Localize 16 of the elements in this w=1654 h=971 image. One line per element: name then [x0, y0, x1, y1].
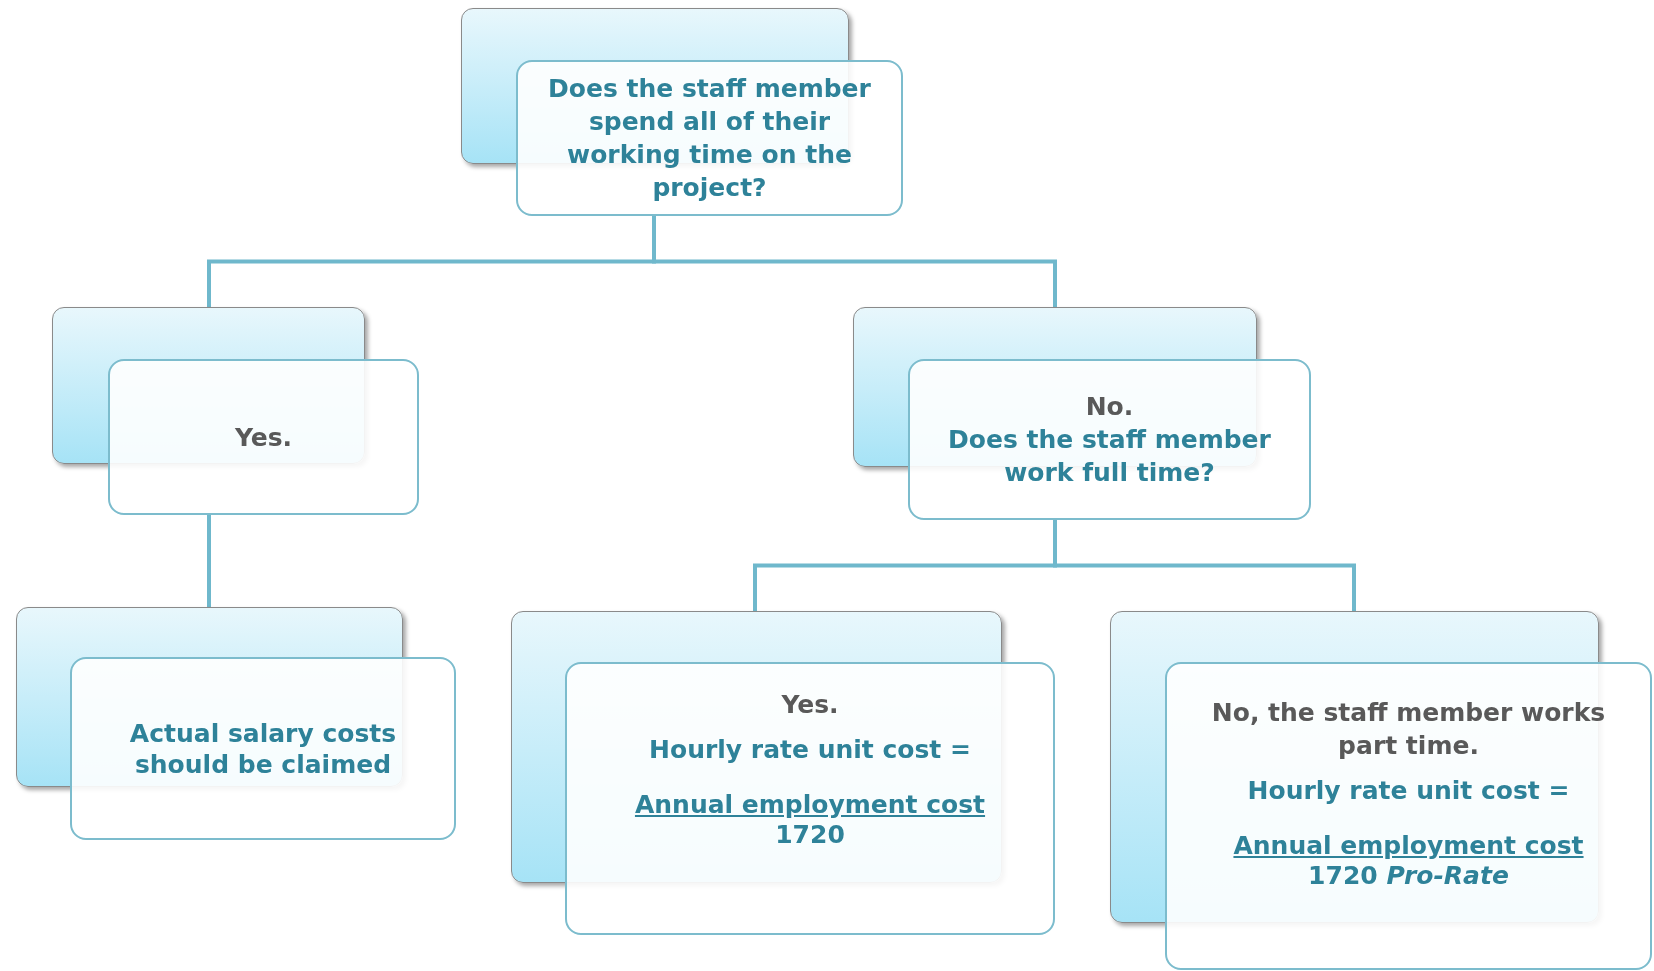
question-text: Does the staff member spend all of their working time on the project?	[547, 73, 872, 204]
answer-text: No, the staff member works part time.	[1210, 697, 1607, 762]
answer-text: No.	[1085, 391, 1134, 423]
fraction-numerator: Annual employment cost	[1233, 831, 1584, 861]
result-text: Actual salary costs should be claimed	[128, 717, 398, 780]
connector-line	[652, 216, 1057, 307]
formula-text: Hourly rate unit cost =	[1247, 775, 1570, 807]
fraction-denominator: 1720	[775, 820, 845, 850]
answer-text: Yes.	[781, 689, 839, 721]
formula-text: Hourly rate unit cost =	[649, 734, 971, 766]
connector-line	[1053, 520, 1356, 611]
fraction-numerator: Annual employment cost	[634, 790, 986, 820]
answer-text: Yes.	[234, 421, 293, 454]
question-text: Does the staff member work full time?	[947, 424, 1272, 489]
connector-line	[207, 515, 211, 607]
fraction-denominator: 1720 Pro-Rate	[1308, 861, 1509, 891]
